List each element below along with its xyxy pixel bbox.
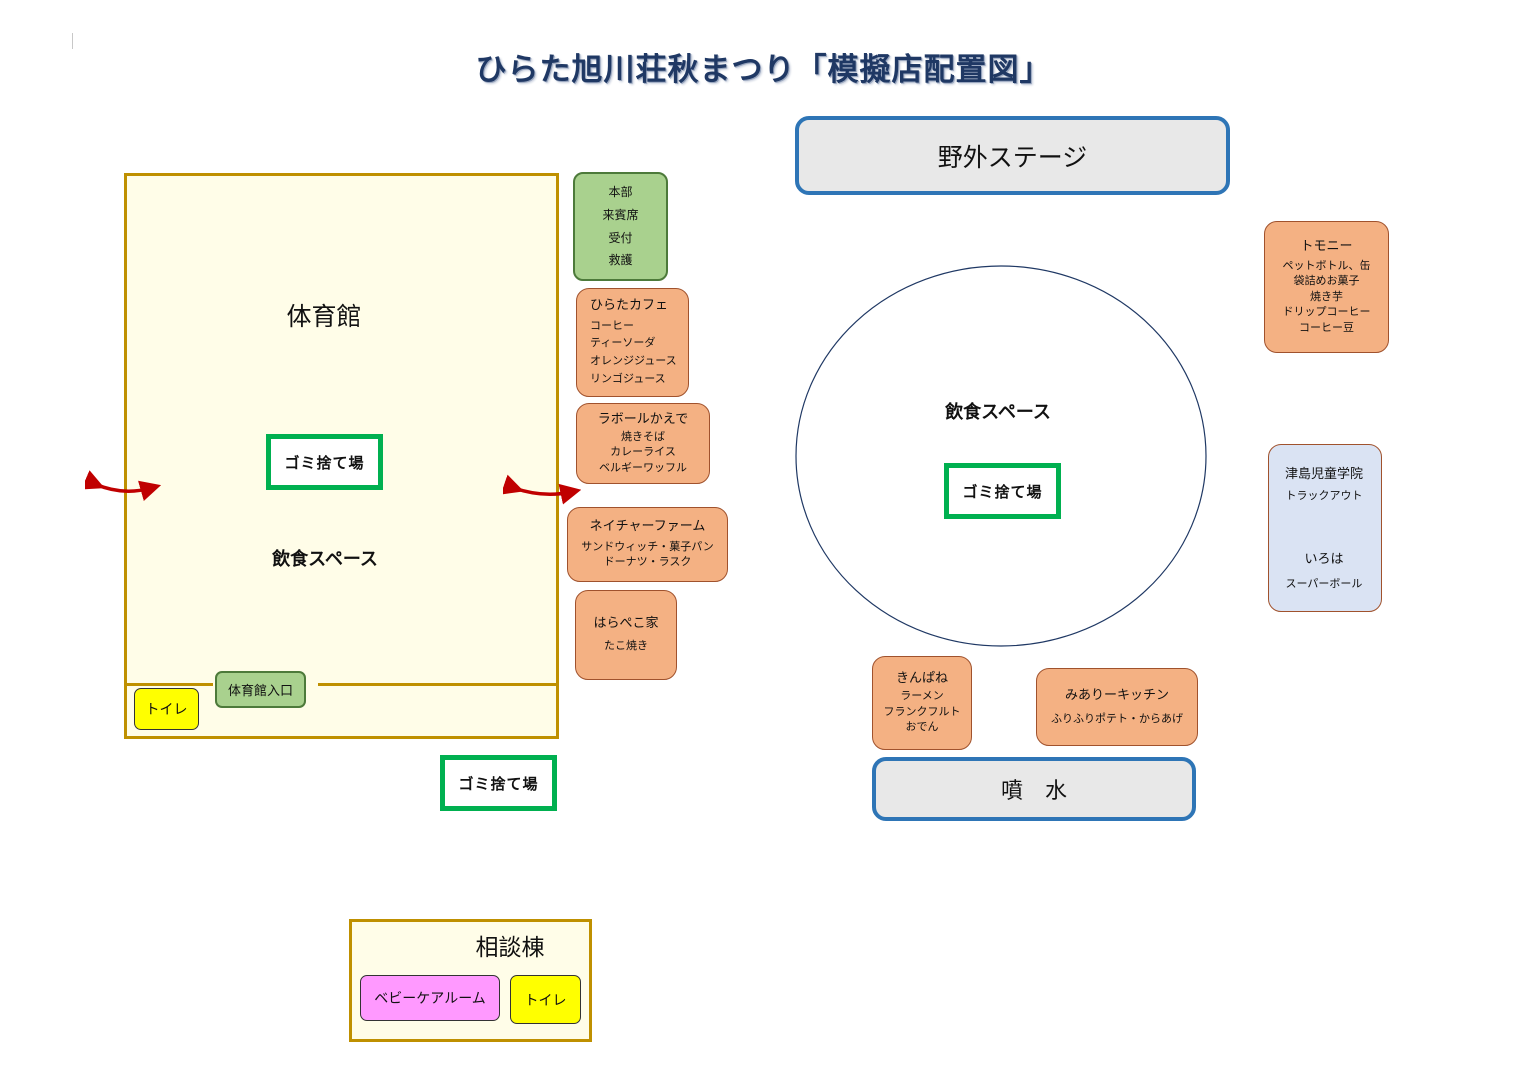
stall-item: フランクフルト <box>883 704 961 718</box>
outdoor-stage-label: 野外ステージ <box>937 142 1088 172</box>
gym-entrance-wall-left <box>127 683 213 686</box>
stall-item: ベルギーワッフル <box>599 460 687 474</box>
stall-item: 焼きそば <box>621 429 665 443</box>
stall-item: おでん <box>905 720 939 734</box>
consultation-toilet: トイレ <box>510 975 581 1024</box>
outdoor-stage: 野外ステージ <box>795 116 1230 195</box>
fountain: 噴 水 <box>872 757 1196 821</box>
consultation-toilet-label: トイレ <box>524 992 567 1009</box>
hq-line: 来賓席 <box>602 207 639 222</box>
stall-name: ネイチャーファーム <box>589 519 706 535</box>
stall-item: コーヒー豆 <box>1299 320 1354 334</box>
gym-entrance-wall-right <box>318 683 556 686</box>
stall-item: オレンジジュース <box>590 353 677 367</box>
stall-kinpane: きんぱね ラーメン フランクフルト おでん <box>872 656 972 750</box>
stall-tsushima-iroha: 津島児童学院 トラックアウト いろは スーパーボール <box>1268 444 1382 612</box>
hq-line: 受付 <box>608 230 633 245</box>
consultation-building-label: 相談棟 <box>475 935 545 961</box>
stall-labor-kaede: ラボールかえで 焼きそば カレーライス ベルギーワッフル <box>576 403 710 484</box>
gymnasium-label: 体育館 <box>286 302 362 331</box>
stall-item: サンドウィッチ・菓子パン <box>581 540 714 554</box>
stall-item: ペットボトル、缶 <box>1282 258 1371 272</box>
stall-item: 袋詰めお菓子 <box>1293 274 1360 288</box>
gym-eating-space-label: 飲食スペース <box>272 549 378 570</box>
stall-name: いろは <box>1304 552 1344 567</box>
baby-care-room: ベビーケアルーム <box>360 975 500 1021</box>
text-cursor <box>72 33 73 49</box>
stall-item: ふりふりポテト・からあげ <box>1051 711 1183 725</box>
stall-item: カレーライス <box>610 445 676 459</box>
plaza-circle <box>795 265 1207 647</box>
gym-toilet-label: トイレ <box>145 702 188 718</box>
stall-nature-farm: ネイチャーファーム サンドウィッチ・菓子パン ドーナツ・ラスク <box>567 507 728 582</box>
stall-name: トモニー <box>1300 239 1353 255</box>
gym-trash-area: ゴミ捨て場 <box>266 434 383 490</box>
hq-line: 本部 <box>608 184 633 199</box>
hq-line: 救護 <box>608 253 633 268</box>
plaza-trash-label: ゴミ捨て場 <box>962 482 1043 501</box>
outside-trash-area: ゴミ捨て場 <box>440 755 557 811</box>
stall-tomony: トモニー ペットボトル、缶 袋詰めお菓子 焼き芋 ドリップコーヒー コーヒー豆 <box>1264 221 1389 353</box>
gym-east-exit-arrow-icon <box>503 474 582 505</box>
stall-harapeko-ya: はらぺこ家 たこ焼き <box>575 590 677 680</box>
stall-item: コーヒー <box>590 318 634 332</box>
stall-item: ティーソーダ <box>590 336 656 350</box>
plaza-eating-space-label: 飲食スペース <box>945 402 1051 423</box>
stall-item: 焼き芋 <box>1310 289 1343 303</box>
stall-item: リンゴジュース <box>590 371 666 385</box>
stall-item: トラックアウト <box>1285 489 1363 502</box>
gym-toilet: トイレ <box>134 688 199 730</box>
stall-name: 津島児童学院 <box>1284 467 1363 482</box>
stall-name: みありーキッチン <box>1064 687 1169 703</box>
stall-item: スーパーボール <box>1285 577 1363 590</box>
stall-item: ラーメン <box>900 689 944 703</box>
stall-hirata-cafe: ひらたカフェ コーヒー ティーソーダ オレンジジュース リンゴジュース <box>576 288 689 397</box>
stall-name: ラボールかえで <box>597 411 689 427</box>
plaza-trash-area: ゴミ捨て場 <box>944 463 1061 519</box>
gym-trash-label: ゴミ捨て場 <box>284 453 365 472</box>
gym-west-exit-arrow-icon <box>85 470 162 501</box>
fountain-label: 噴 水 <box>1000 779 1067 804</box>
headquarters-booth: 本部 来賓席 受付 救護 <box>573 172 668 281</box>
stall-name: はらぺこ家 <box>593 616 659 632</box>
stall-item: ドーナツ・ラスク <box>603 555 692 569</box>
stall-item: たこ焼き <box>604 639 648 653</box>
gym-entrance: 体育館入口 <box>215 671 306 708</box>
stall-name: ひらたカフェ <box>590 297 669 313</box>
outside-trash-label: ゴミ捨て場 <box>458 774 539 793</box>
page-title: ひらた旭川荘秋まつり「模擬店配置図」 <box>475 52 1052 88</box>
stall-miari-kitchen: みありーキッチン ふりふりポテト・からあげ <box>1036 668 1198 746</box>
gym-entrance-label: 体育館入口 <box>227 684 293 699</box>
stall-name: きんぱね <box>895 671 948 687</box>
stall-item: ドリップコーヒー <box>1282 305 1371 319</box>
baby-care-room-label: ベビーケアルーム <box>374 991 486 1007</box>
